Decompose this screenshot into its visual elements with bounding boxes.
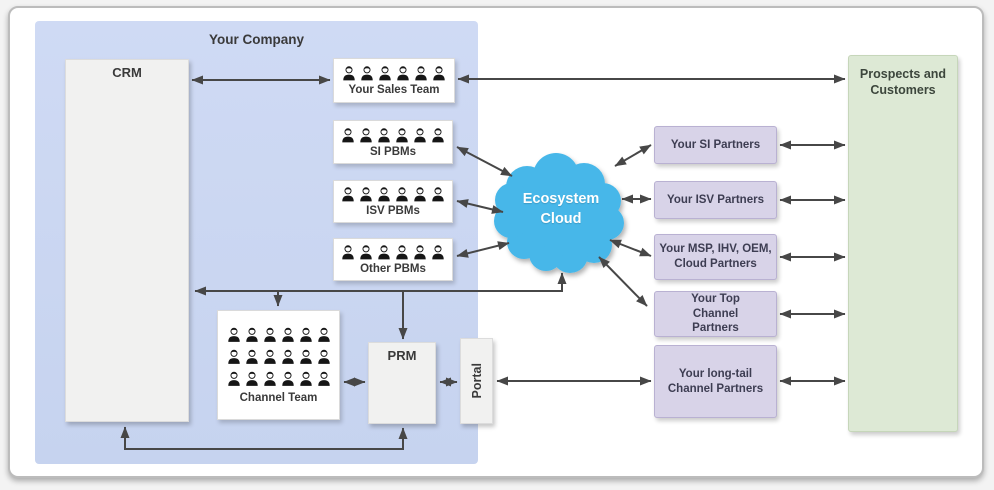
channel-team-icons [227, 326, 331, 387]
crm-label: CRM [112, 65, 142, 80]
partner-si-box: Your SI Partners [654, 126, 777, 164]
isv-pbms-box: ISV PBMs [333, 180, 453, 223]
person-icon [263, 348, 277, 365]
partner-top-channel-label: Your Top Channel Partners [691, 292, 740, 335]
person-icon [317, 326, 331, 343]
other-pbms-label: Other PBMs [360, 263, 426, 275]
person-icon [395, 127, 409, 143]
person-icon [431, 127, 445, 143]
prospects-customers-label: Prospects and Customers [859, 67, 947, 98]
channel-team-box: Channel Team [217, 310, 340, 420]
person-icon [299, 370, 313, 387]
person-icon [395, 244, 409, 260]
person-icon [396, 65, 410, 81]
person-icon [377, 244, 391, 260]
partner-msp-label: Your MSP, IHV, OEM, Cloud Partners [659, 243, 772, 270]
partner-si-label: Your SI Partners [670, 138, 761, 151]
cloud-label-line1: Ecosystem [522, 191, 600, 207]
prm-label: PRM [387, 348, 417, 363]
person-icon [413, 244, 427, 260]
partner-longtail-label: Your long-tail Channel Partners [667, 367, 764, 395]
crm-box: CRM [65, 59, 189, 422]
sales-team-label: Your Sales Team [348, 84, 440, 96]
person-icon [299, 348, 313, 365]
person-icon [414, 65, 428, 81]
sales-team-box: Your Sales Team [333, 58, 455, 103]
person-icon [245, 370, 259, 387]
isv-pbms-icons [341, 186, 445, 202]
person-icon [341, 127, 355, 143]
person-icon [413, 127, 427, 143]
person-icon [263, 370, 277, 387]
partner-isv-box: Your ISV Partners [654, 181, 777, 219]
person-icon [317, 370, 331, 387]
partner-msp-box: Your MSP, IHV, OEM, Cloud Partners [654, 234, 777, 280]
person-icon [342, 65, 356, 81]
person-icon [413, 186, 427, 202]
si-pbms-icons [341, 127, 445, 143]
partner-isv-label: Your ISV Partners [667, 193, 764, 206]
person-icon [431, 186, 445, 202]
person-icon [359, 244, 373, 260]
cloud-label-line2: Cloud [540, 210, 582, 227]
person-icon [281, 370, 295, 387]
person-icon [245, 348, 259, 365]
person-icon [378, 65, 392, 81]
other-pbms-icons [341, 244, 445, 260]
prospects-customers-box: Prospects and Customers [848, 55, 958, 432]
person-icon [227, 326, 241, 343]
person-icon [395, 186, 409, 202]
person-icon [245, 326, 259, 343]
your-company-label: Your Company [208, 32, 304, 47]
person-icon [341, 186, 355, 202]
person-icon [299, 326, 313, 343]
si-pbms-label: SI PBMs [369, 145, 416, 158]
person-icon [431, 244, 445, 260]
portal-label: Portal [469, 363, 484, 399]
person-icon [317, 348, 331, 365]
person-icon [377, 186, 391, 202]
person-icon [377, 127, 391, 143]
person-icon [227, 348, 241, 365]
person-icon [359, 127, 373, 143]
other-pbms-box: Other PBMs [333, 238, 453, 281]
isv-pbms-label: ISV PBMs [366, 205, 420, 217]
person-icon [432, 65, 446, 81]
person-icon [360, 65, 374, 81]
ecosystem-cloud-label: Ecosystem Cloud [501, 190, 621, 229]
person-icon [227, 370, 241, 387]
person-icon [281, 326, 295, 343]
person-icon [341, 244, 355, 260]
si-pbms-box: SI PBMs [333, 120, 453, 164]
sales-team-icons [342, 65, 446, 81]
person-icon [281, 348, 295, 365]
person-icon [263, 326, 277, 343]
prm-box: PRM [368, 342, 436, 424]
channel-team-label: Channel Team [239, 392, 318, 404]
portal-box: Portal [460, 338, 493, 424]
person-icon [359, 186, 373, 202]
partner-longtail-box: Your long-tail Channel Partners [654, 345, 777, 418]
partner-top-channel-box: Your Top Channel Partners [654, 291, 777, 337]
